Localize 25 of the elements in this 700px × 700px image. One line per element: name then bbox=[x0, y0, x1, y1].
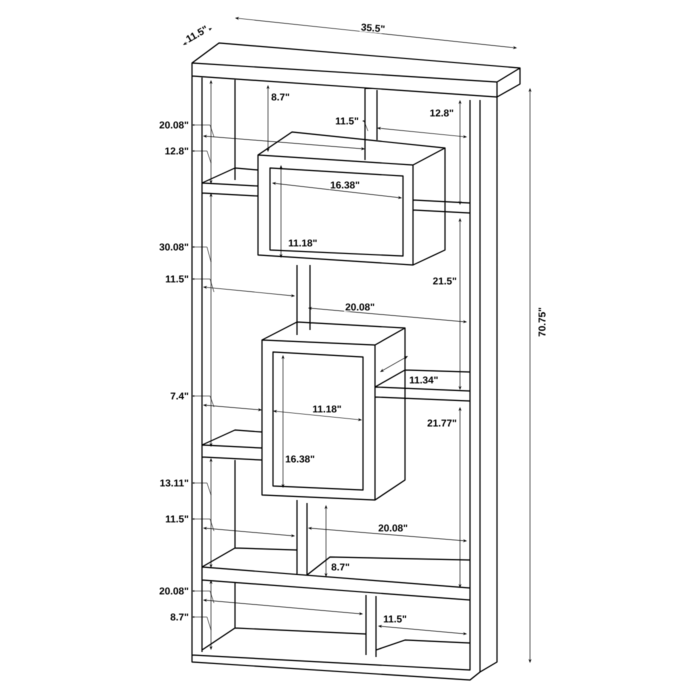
dimension-label: 11.5" bbox=[382, 614, 408, 624]
dimension-label: 30.08" bbox=[158, 242, 190, 252]
dimension-label: 16.38" bbox=[284, 454, 316, 464]
dimension-label: 11.5" bbox=[164, 274, 190, 284]
dimension-label: 35.5" bbox=[360, 22, 386, 34]
dimension-label: 11.34" bbox=[408, 375, 440, 385]
dimension-label: 13.11" bbox=[158, 478, 190, 488]
dimension-label: 20.08" bbox=[377, 523, 409, 533]
dimension-label: 11.18" bbox=[311, 404, 343, 414]
dimension-label: 21.5" bbox=[432, 276, 458, 286]
dimension-label: 11.5" bbox=[164, 514, 190, 524]
dimension-label: 12.8" bbox=[164, 146, 190, 156]
dimension-label: 8.7" bbox=[270, 92, 291, 102]
dimension-label: 16.38" bbox=[329, 180, 361, 190]
dimension-label: 8.7" bbox=[169, 612, 190, 622]
dimension-label: 11.5" bbox=[334, 116, 360, 126]
dimension-label: 8.7" bbox=[330, 562, 351, 572]
dimension-label: 12.8" bbox=[428, 108, 455, 118]
dimension-label: 21.77" bbox=[426, 418, 458, 428]
dimension-label: 20.08" bbox=[158, 120, 190, 130]
dimension-label: 20.08" bbox=[158, 586, 190, 596]
dimension-label: 70.75" bbox=[537, 306, 547, 338]
dimension-label: 20.08" bbox=[344, 302, 376, 312]
dimension-label: 7.4" bbox=[169, 392, 190, 400]
dimension-label: 11.18" bbox=[287, 238, 318, 248]
